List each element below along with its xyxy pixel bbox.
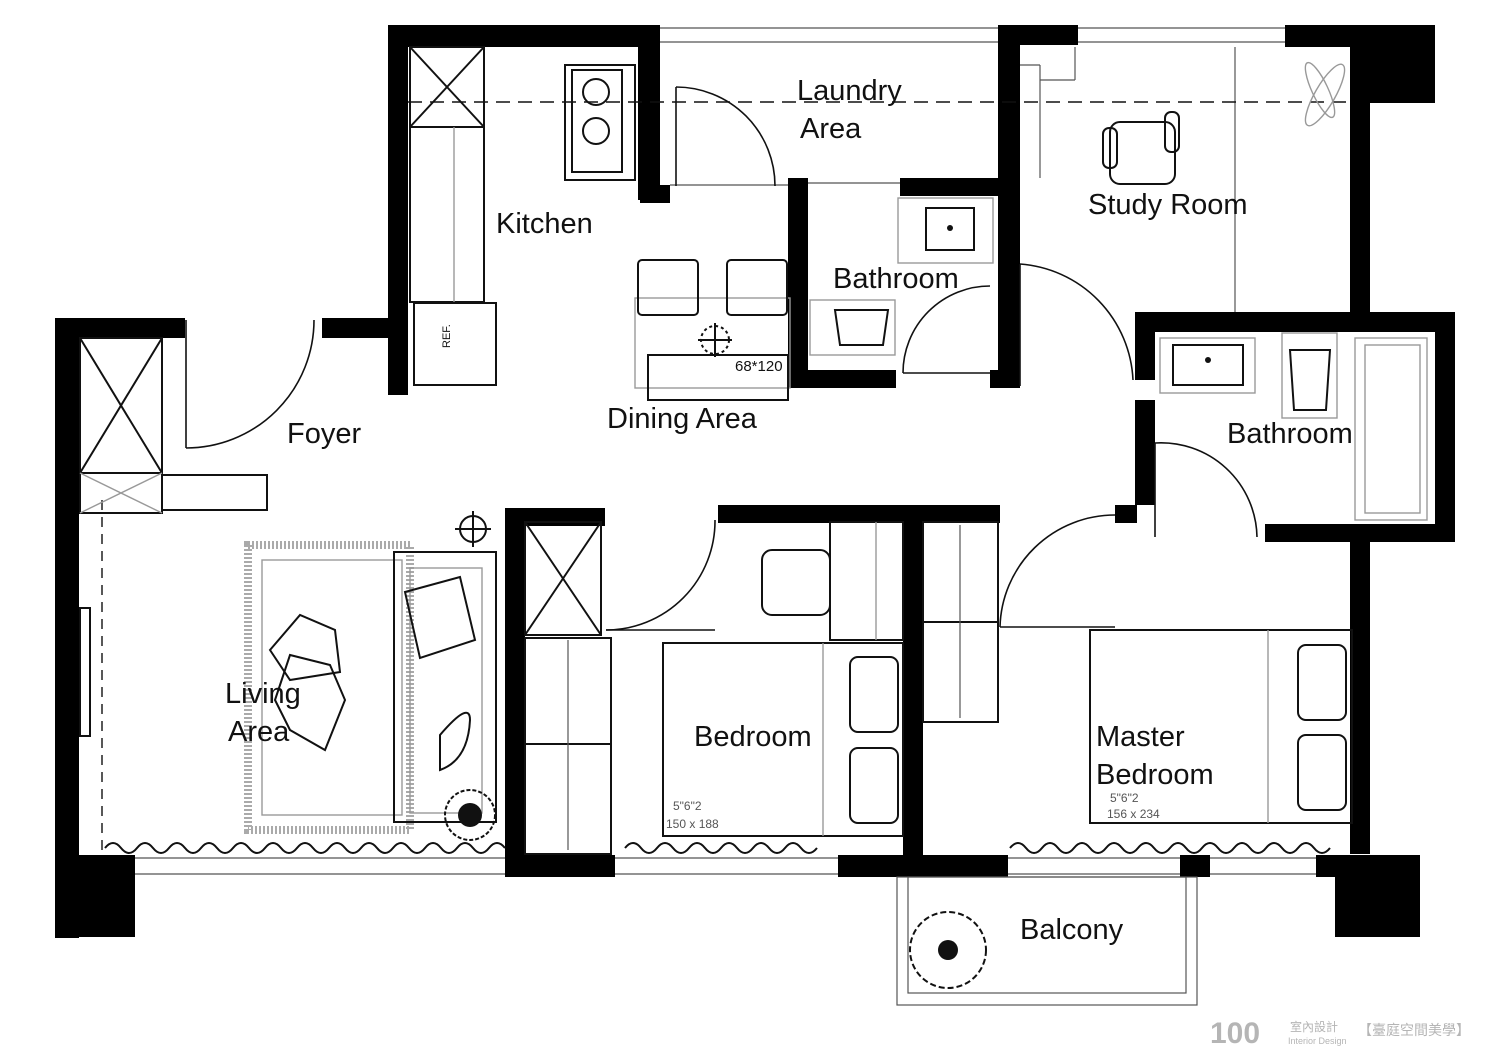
study-room-label: Study Room [1088, 189, 1248, 221]
fridge-icon: REF. [413, 302, 497, 386]
bathroom1-fixtures [809, 197, 994, 356]
living-area-label: Living Area [225, 678, 309, 748]
bathroom1-label: Bathroom [833, 263, 959, 295]
master-line1: Master [1096, 721, 1185, 753]
curtains [104, 842, 1331, 854]
walls [55, 25, 1455, 938]
kitchen-label: Kitchen [496, 208, 593, 240]
wardrobe-bedroom [524, 521, 612, 855]
dining-area-label: Dining Area [607, 403, 758, 435]
room-labels: Laundry Area Kitchen Study Room Bathroom… [225, 75, 1353, 946]
stove-icon [571, 69, 623, 173]
bed1-size-imperial: 5"6"2 [673, 799, 702, 813]
table-size-label: 68*120 [735, 358, 783, 375]
bed-double [1089, 629, 1353, 824]
master-bedroom-label: Master Bedroom [1096, 721, 1214, 791]
plant-icon [1304, 61, 1346, 127]
laundry-area-label: Laundry Area [797, 75, 910, 145]
plant-icon [909, 911, 987, 989]
bedroom-desk [761, 521, 904, 641]
bathroom2-label: Bathroom [1227, 418, 1353, 450]
foyer-label: Foyer [287, 418, 361, 450]
living-line1: Living [225, 678, 301, 710]
kitchen-cabinets [409, 46, 636, 303]
bed2-size-imperial: 5"6"2 [1110, 791, 1139, 805]
window-lines [135, 27, 1316, 875]
fridge-label: REF. [441, 324, 453, 348]
plant-icon [444, 789, 496, 841]
foyer-cabinet [79, 337, 268, 514]
master-line2: Bedroom [1096, 759, 1214, 791]
watermark-number: 100 [1210, 1017, 1260, 1050]
balcony-label: Balcony [1020, 914, 1124, 946]
doors [185, 86, 1258, 631]
study-chair-icon [1102, 111, 1180, 185]
dining-table [634, 259, 791, 401]
watermark-en: Interior Design [1288, 1036, 1347, 1046]
laundry-line1: Laundry [797, 75, 902, 107]
laundry-line2: Area [800, 113, 862, 145]
bathroom2-fixtures [1159, 332, 1428, 521]
bed2-size-metric: 156 x 234 [1107, 807, 1160, 821]
watermark-logo: 100 室內設計 Interior Design 【臺庭空間美學】 [1210, 1017, 1470, 1050]
tv-unit [79, 607, 91, 737]
bed1-size-metric: 150 x 188 [666, 817, 719, 831]
watermark-cn: 室內設計 [1290, 1019, 1338, 1034]
watermark-brand: 【臺庭空間美學】 [1358, 1022, 1470, 1038]
lounge-chairs [268, 613, 347, 752]
bedroom-label: Bedroom [694, 721, 812, 753]
wardrobe-master [922, 521, 999, 723]
bed-single [662, 642, 904, 837]
living-line2: Area [228, 716, 290, 748]
